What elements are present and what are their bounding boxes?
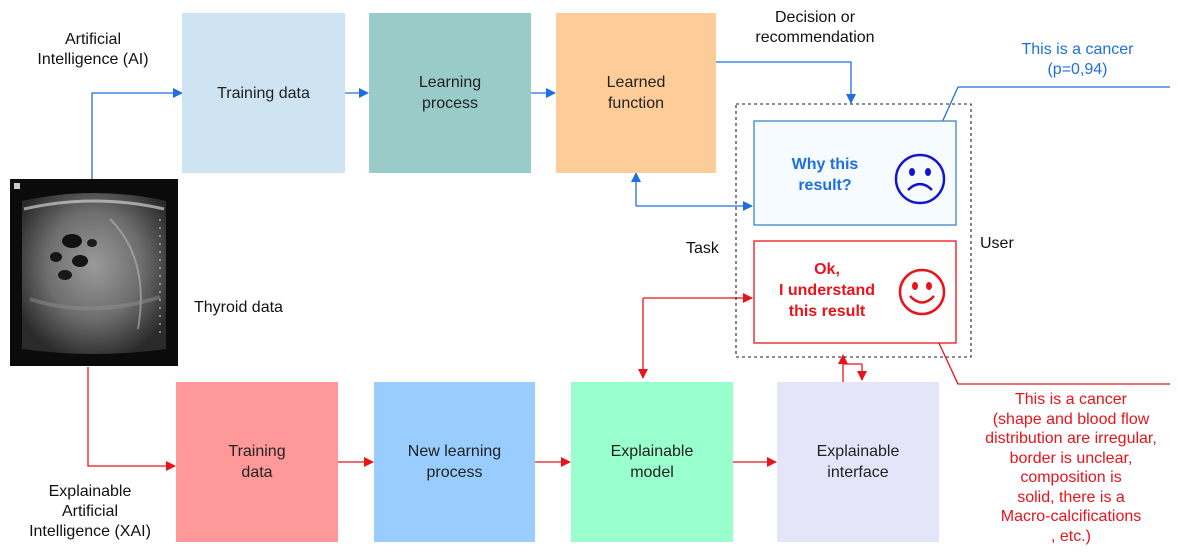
xai-explainable-interface-box: Explainable interface: [777, 382, 939, 542]
ok-panel-border: [753, 240, 957, 344]
xai-label: Explainable Artificial Intelligence (XAI…: [29, 483, 151, 540]
ai-learning-process-box: Learning process: [369, 13, 531, 173]
ai-output-label: This is a cancer (p=0,94): [1021, 41, 1134, 78]
thyroid-data-label: Thyroid data: [194, 299, 283, 316]
ai-label: Artificial Intelligence (AI): [37, 31, 149, 68]
ok-understand-text: Ok, I understand this result: [778, 260, 875, 320]
sad-face-icon: [894, 153, 946, 205]
thyroid-ultrasound-image: [10, 179, 178, 366]
ai-training-data-box: Training data: [182, 13, 345, 173]
user-label: User: [980, 235, 1014, 252]
xai-training-data-box: Training data: [176, 382, 338, 542]
xai-output-label: This is a cancer (shape and blood flow d…: [985, 391, 1157, 545]
xai-new-learning-box: New learning process: [374, 382, 535, 542]
xai-flow-arrows: [87, 293, 1170, 471]
why-panel-border: [753, 120, 957, 226]
why-this-result-text: Why this result?: [791, 156, 859, 194]
ai-flow-arrows: [91, 61, 1170, 211]
smiling-face-icon: [898, 268, 946, 316]
xai-explainable-model-box: Explainable model: [571, 382, 733, 542]
ai-learned-function-box: Learned function: [556, 13, 716, 173]
decision-label: Decision or recommendation: [755, 9, 875, 46]
task-label: Task: [686, 240, 719, 257]
user-task-frame: [735, 103, 972, 358]
